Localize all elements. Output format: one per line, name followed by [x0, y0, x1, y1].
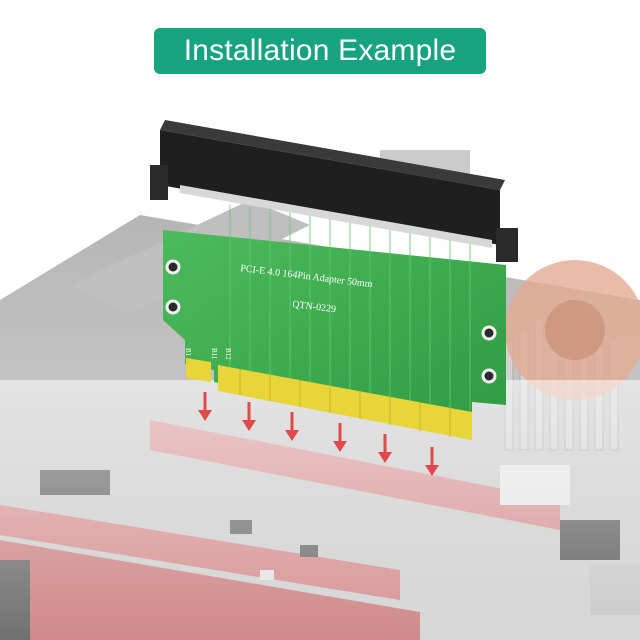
arrow-down-icon: [198, 392, 439, 476]
pin-label-b12: B12: [224, 348, 232, 360]
pcie-adapter: B1 B11 B12 PCI-E 4.0 164Pin Adapter 50mm…: [150, 120, 518, 440]
adapter-connector: [160, 130, 500, 245]
gold-fingers: [186, 358, 211, 382]
page-title: Installation Example: [154, 28, 486, 74]
pin-label-b1: B1: [184, 348, 192, 357]
copper-fan: [505, 260, 640, 400]
gold-fingers-main: [218, 365, 472, 440]
pin-label-b11: B11: [210, 348, 218, 360]
mounting-holes: [165, 259, 497, 384]
adapter-label-line2: QTN-0229: [292, 299, 337, 315]
